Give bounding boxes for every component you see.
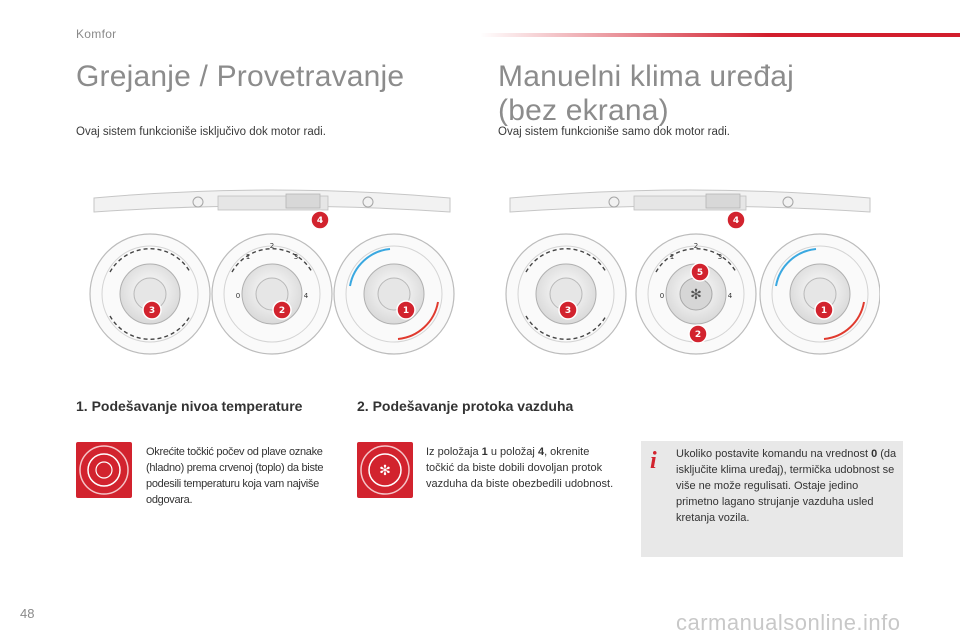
- temperature-dial-right: [759, 233, 880, 355]
- right-title-line2: (bez ekrana): [498, 94, 669, 127]
- svg-text:✻: ✻: [379, 463, 391, 479]
- left-title: Grejanje / Provetravanje: [76, 60, 405, 93]
- callout-r4-marker: [726, 210, 746, 230]
- watermark: carmanualsonline.info: [676, 610, 901, 635]
- step2-instruction: Iz položaja 1 u položaj 4, okrenite točk…: [426, 446, 614, 490]
- fan-label-4: 4: [304, 292, 309, 300]
- header-rule: [480, 33, 960, 37]
- mode-dial-right: [505, 233, 627, 355]
- step1-instruction: Okrećite točkić počev od plave oznake (h…: [146, 446, 324, 506]
- heating-panel-diagram: 0 1 2 3 4 4 3 2 1: [89, 189, 455, 355]
- callout-4-marker: [310, 210, 330, 230]
- callout-3-marker: [142, 300, 162, 320]
- right-title-line1: Manuelni klima uređaj: [498, 60, 795, 93]
- svg-text:✻: ✻: [690, 287, 702, 303]
- fan-label-right-3: 3: [718, 253, 722, 261]
- temperature-dial: [333, 233, 455, 355]
- left-intro: Ovaj sistem funkcioniše isključivo dok m…: [76, 126, 326, 138]
- fan-dial-right: ✻: [635, 233, 757, 355]
- position-from: 1: [481, 446, 488, 458]
- info-note-text: Ukoliko postavite komandu na vrednost 0 …: [676, 448, 897, 524]
- info-note-box: [641, 441, 903, 557]
- hazard-slot: [285, 193, 321, 209]
- step1-heading: 1. Podešavanje nivoa temperature: [76, 398, 303, 414]
- note-value: 0: [871, 448, 878, 460]
- callout-1-marker: [396, 300, 416, 320]
- fan-label-2: 2: [270, 242, 274, 250]
- mode-dial: [89, 233, 211, 355]
- temperature-knob-thumbnail: [76, 442, 132, 498]
- info-icon: i: [650, 448, 657, 474]
- callout-r5: 5: [697, 268, 703, 278]
- page-number: 48: [20, 606, 35, 621]
- callout-r1-marker: [814, 300, 834, 320]
- section-label: Komfor: [76, 27, 117, 41]
- callout-r2: 2: [695, 330, 701, 340]
- callout-2: 2: [279, 306, 285, 316]
- callout-2-marker: [272, 300, 292, 320]
- fan-label-3: 3: [294, 253, 298, 261]
- fan-dial: [211, 233, 333, 355]
- step2-heading: 2. Podešavanje protoka vazduha: [357, 398, 574, 414]
- position-to: 4: [537, 446, 545, 458]
- fan-knob-thumbnail: ✻: [357, 442, 413, 498]
- right-title: Manuelni klima uređaj (bez ekrana): [498, 60, 878, 128]
- fan-label-0: 0: [236, 292, 240, 300]
- climate-panel-diagram: ✻ 0 1 2 3 4 4 5 3 2 1: [505, 189, 880, 355]
- callout-r3: 3: [565, 306, 571, 316]
- fan-label-right-1: 1: [670, 253, 674, 261]
- callout-3: 3: [149, 306, 155, 316]
- callout-r3-marker: [558, 300, 578, 320]
- callout-r1: 1: [821, 306, 827, 316]
- hazard-slot-right: [705, 193, 741, 209]
- callout-4: 4: [317, 216, 323, 226]
- fan-label-right-0: 0: [660, 292, 664, 300]
- fan-label-right-4: 4: [728, 292, 733, 300]
- fan-label-right-2: 2: [694, 242, 698, 250]
- callout-r5-marker: [690, 262, 710, 282]
- callout-1: 1: [403, 306, 409, 316]
- callout-r4: 4: [733, 216, 739, 226]
- right-intro: Ovaj sistem funkcioniše samo dok motor r…: [498, 126, 731, 138]
- fan-label-1: 1: [246, 253, 250, 261]
- callout-r2-marker: [688, 324, 708, 344]
